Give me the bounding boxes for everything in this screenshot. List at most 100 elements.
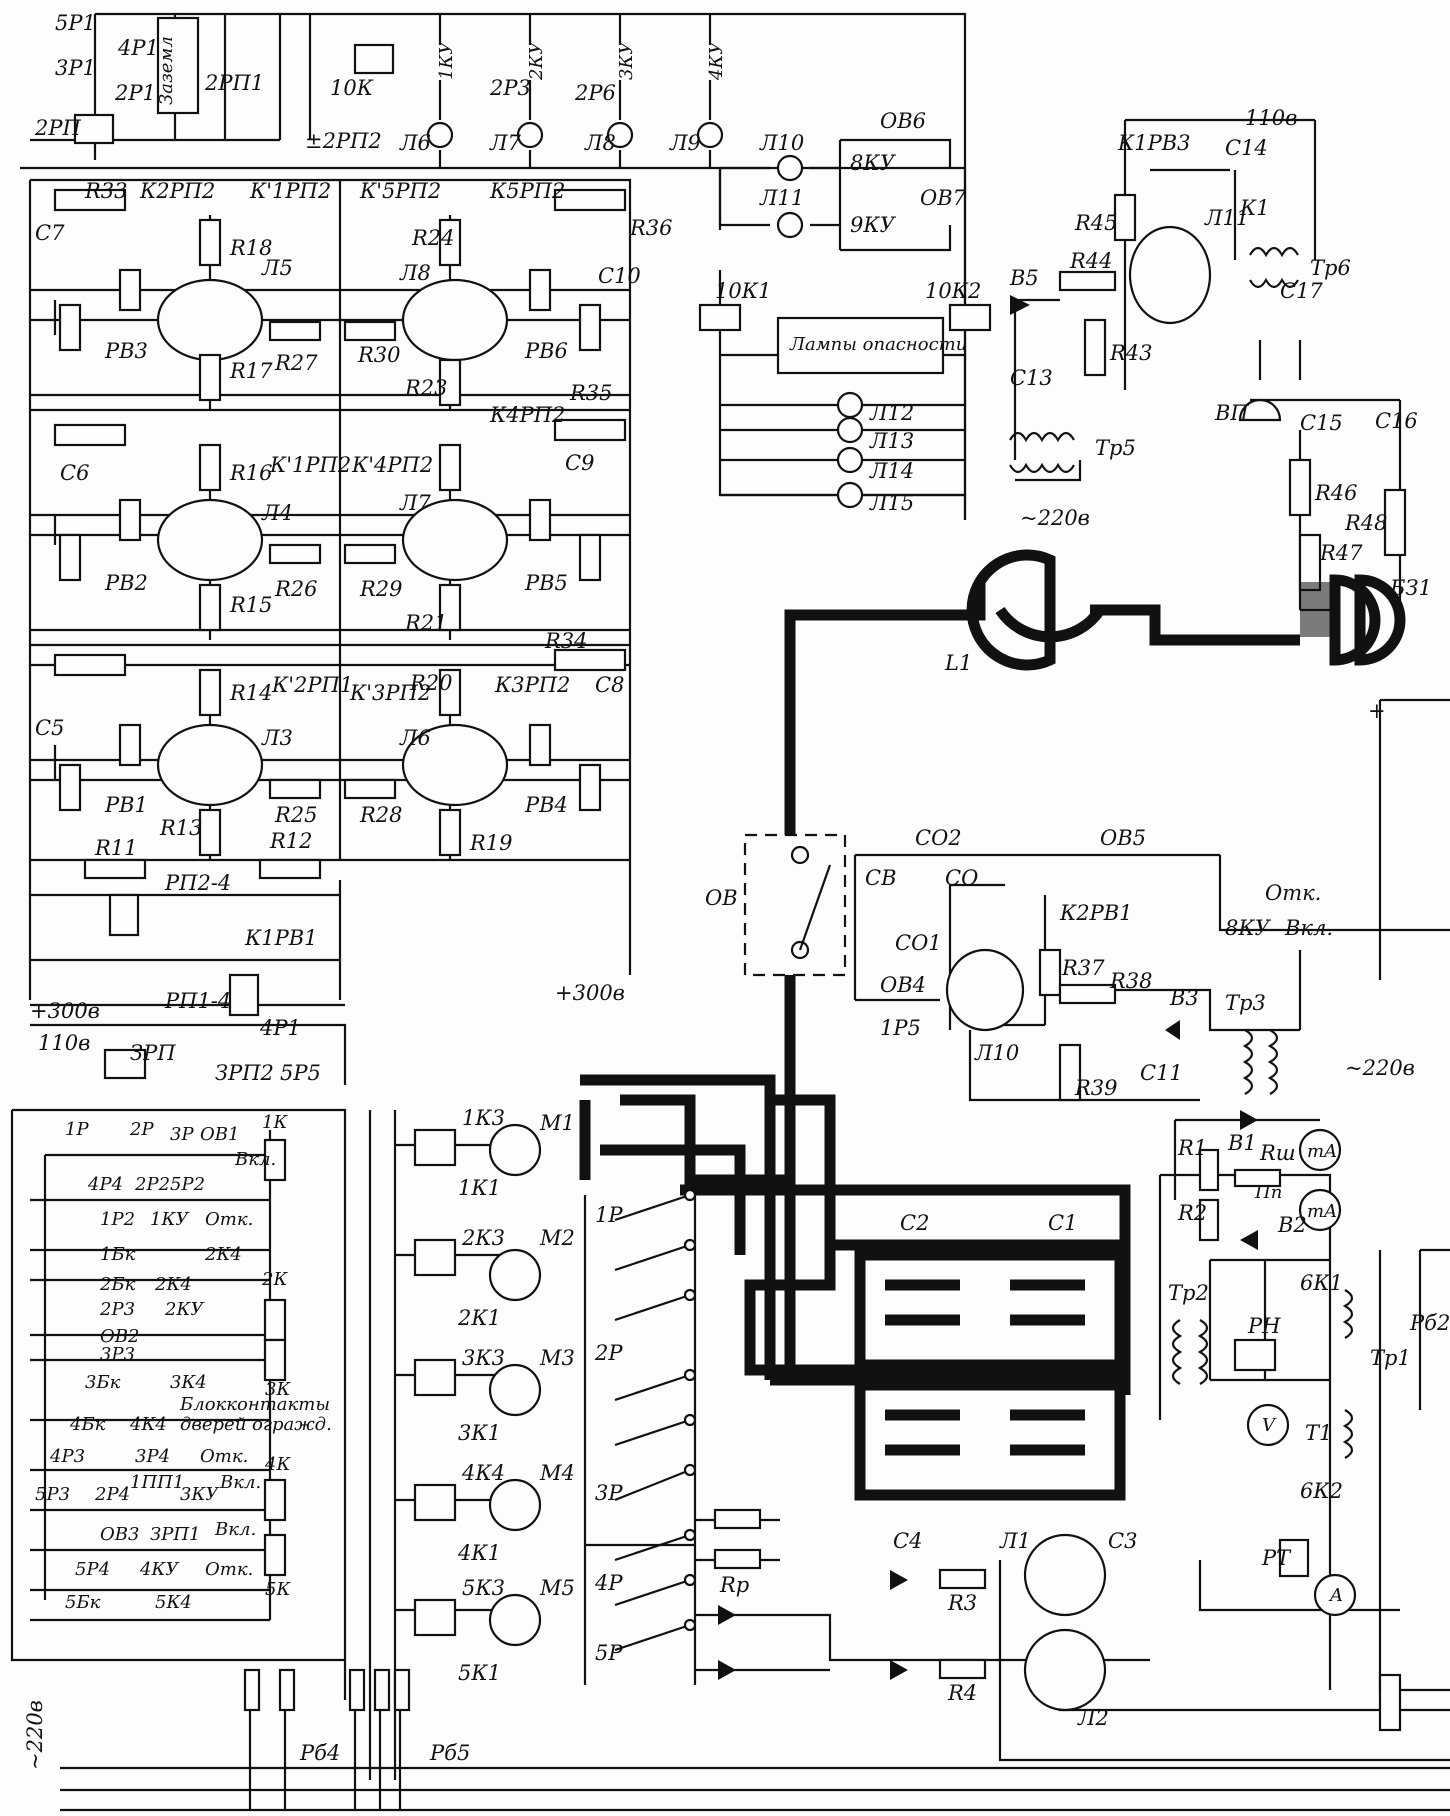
svg-text:М2: М2 (539, 1226, 575, 1250)
svg-text:С8: С8 (595, 673, 624, 697)
svg-text:Т1: Т1 (1305, 1421, 1332, 1445)
svg-text:Л2: Л2 (1077, 1706, 1109, 1730)
svg-text:6К1: 6К1 (1300, 1271, 1343, 1295)
diode-icon (718, 1605, 736, 1625)
svg-text:М3: М3 (539, 1346, 575, 1370)
svg-text:1КУ: 1КУ (436, 40, 457, 80)
svg-text:Л11: Л11 (1204, 206, 1249, 230)
svg-text:Отк.: Отк. (205, 1559, 253, 1580)
svg-text:V: V (1262, 1415, 1277, 1436)
svg-text:3К4: 3К4 (170, 1372, 207, 1393)
svg-text:R43: R43 (1109, 341, 1153, 365)
svg-text:К2РП2: К2РП2 (139, 179, 215, 203)
svg-text:R16: R16 (229, 461, 273, 485)
voltmeter-icon (1246, 1403, 1290, 1447)
svg-text:2К: 2К (261, 1269, 288, 1290)
svg-text:Заземл: Заземл (156, 36, 177, 105)
svg-text:Вкл.: Вкл. (234, 1149, 276, 1170)
svg-text:2Р6: 2Р6 (574, 81, 616, 105)
svg-text:3Р1: 3Р1 (55, 56, 96, 80)
svg-text:Л8: Л8 (399, 261, 431, 285)
svg-text:РВ3: РВ3 (104, 339, 148, 363)
svg-text:дверей огражд.: дверей огражд. (180, 1414, 332, 1435)
svg-text:К'5РП2: К'5РП2 (359, 179, 441, 203)
motor-icon (488, 1248, 542, 1302)
thyratron-icon (401, 498, 509, 582)
svg-text:5Бк: 5Бк (65, 1592, 101, 1613)
diode-icon (1240, 1110, 1258, 1130)
svg-text:4Р: 4Р (594, 1571, 623, 1595)
svg-text:4Р4: 4Р4 (87, 1174, 123, 1195)
svg-text:R2: R2 (1177, 1201, 1207, 1225)
svg-text:R23: R23 (404, 376, 448, 400)
svg-text:К2РВ1: К2РВ1 (1059, 901, 1133, 925)
svg-text:5К3: 5К3 (462, 1576, 505, 1600)
lamp-icon (836, 446, 864, 474)
svg-text:С1: С1 (1048, 1211, 1077, 1235)
svg-text:С7: С7 (35, 221, 65, 245)
svg-text:Отк.: Отк. (200, 1446, 248, 1467)
svg-text:С16: С16 (1375, 409, 1418, 433)
svg-text:Вкл.: Вкл. (1284, 916, 1333, 940)
svg-text:Пп: Пп (1254, 1182, 1282, 1203)
svg-text:Л10: Л10 (974, 1041, 1019, 1065)
svg-text:3Р3: 3Р3 (100, 1344, 135, 1365)
relay-coil (353, 43, 395, 75)
motor-icon (488, 1363, 542, 1417)
svg-text:4К1: 4К1 (457, 1541, 501, 1565)
svg-text:R20: R20 (409, 671, 453, 695)
svg-text:С3: С3 (1108, 1529, 1137, 1553)
svg-text:R36: R36 (629, 216, 673, 240)
svg-text:Рб4: Рб4 (299, 1741, 340, 1765)
svg-text:ОВ6: ОВ6 (880, 109, 926, 133)
relay-coil (156, 16, 200, 115)
rectifier-tube-icon (1023, 1533, 1107, 1617)
svg-text:Л1: Л1 (999, 1529, 1031, 1553)
thyratron-icon (401, 278, 509, 362)
svg-text:4КУ: 4КУ (139, 1559, 180, 1580)
svg-text:Отк.: Отк. (1265, 881, 1321, 905)
danger-lamps-box (776, 316, 945, 375)
lamp-icon (426, 121, 454, 149)
svg-text:2К4: 2К4 (154, 1274, 192, 1295)
svg-text:1Р: 1Р (595, 1203, 623, 1227)
lamp-icon (776, 154, 804, 182)
svg-text:L1: L1 (944, 651, 972, 675)
svg-text:R12: R12 (269, 829, 313, 853)
svg-text:С13: С13 (1010, 366, 1053, 390)
svg-text:СО2: СО2 (915, 826, 962, 850)
svg-text:Л14: Л14 (869, 459, 914, 483)
svg-text:Rш: Rш (1259, 1141, 1296, 1165)
lamp-icon (516, 121, 544, 149)
svg-text:R14: R14 (229, 681, 273, 705)
svg-text:2Р: 2Р (129, 1119, 154, 1140)
relay-coil (698, 303, 742, 332)
svg-text:R17: R17 (229, 359, 273, 383)
svg-text:1Бк: 1Бк (100, 1244, 136, 1265)
relay-coil (73, 113, 115, 145)
svg-text:ВП: ВП (1214, 401, 1249, 425)
svg-text:R34: R34 (544, 629, 588, 653)
svg-text:ОВ3: ОВ3 (100, 1524, 139, 1545)
svg-text:ОВ7: ОВ7 (920, 186, 967, 210)
lamp-icon (836, 391, 864, 419)
svg-text:8КУ: 8КУ (850, 151, 897, 175)
svg-text:R39: R39 (1074, 1076, 1118, 1100)
triode-icon (945, 948, 1025, 1032)
svg-text:РВ5: РВ5 (524, 571, 568, 595)
svg-text:К1: К1 (1239, 196, 1270, 220)
supply-label: +300в (555, 981, 625, 1005)
svg-text:С15: С15 (1300, 411, 1343, 435)
svg-text:R37: R37 (1061, 956, 1105, 980)
supply-label: ~220в (1020, 506, 1090, 530)
supply-label: ~220в (23, 1700, 47, 1770)
thyratron-icon (156, 498, 264, 582)
lamp-icon (696, 121, 724, 149)
svg-text:1Р5: 1Р5 (880, 1016, 921, 1040)
svg-text:4К: 4К (264, 1454, 291, 1475)
diode-icon (1165, 1020, 1180, 1040)
svg-text:К'1РП2: К'1РП2 (269, 453, 351, 477)
svg-text:Тр5: Тр5 (1095, 436, 1136, 460)
transformer-icon (1009, 431, 1075, 474)
svg-text:ЗРП: ЗРП (130, 1041, 176, 1065)
